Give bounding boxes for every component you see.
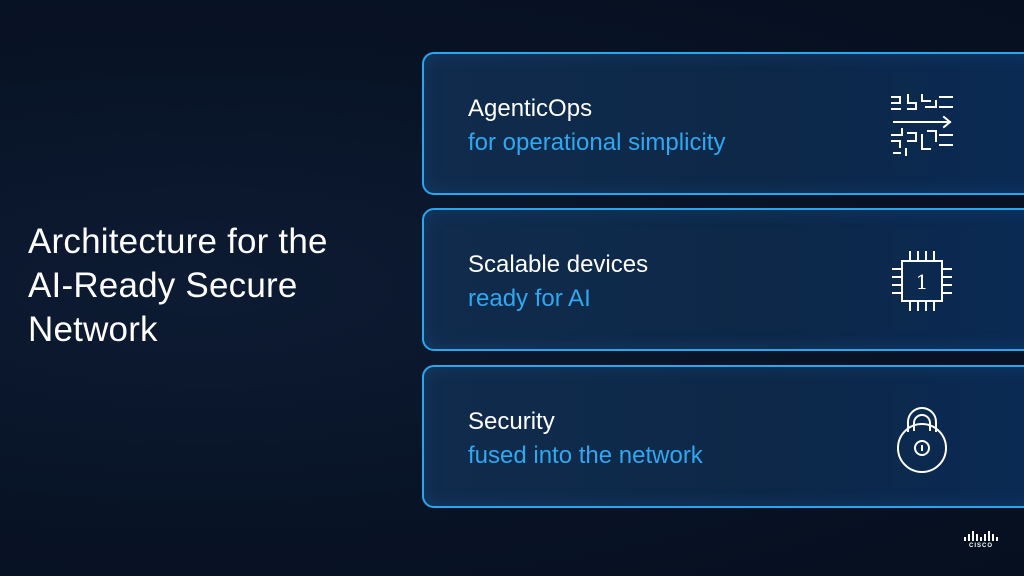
card-heading: Scalable devices — [468, 251, 649, 278]
cisco-logo-icon — [964, 531, 998, 541]
card-text: Scalable devices ready for AI — [468, 248, 648, 316]
chip-icon: 1 — [892, 251, 952, 311]
title-line-1: Architecture for the — [28, 222, 328, 261]
padlock-icon — [897, 407, 947, 473]
title-line-2: AI-Ready Secure — [28, 266, 298, 305]
card-scalable-devices: Scalable devices ready for AI 1 — [422, 208, 1024, 351]
circuit-paths-icon — [891, 94, 953, 156]
card-subheading: fused into the network — [468, 442, 703, 469]
card-subheading: ready for AI — [468, 285, 591, 312]
card-security: Security fused into the network — [422, 365, 1024, 508]
chip-label: 1 — [916, 270, 929, 294]
card-subheading: for operational simplicity — [468, 129, 726, 156]
card-text: Security fused into the network — [468, 405, 703, 473]
card-heading: AgenticOps — [468, 95, 593, 122]
card-heading: Security — [468, 408, 555, 435]
title-line-3: Network — [28, 310, 158, 349]
logo-wordmark: CISCO — [968, 543, 993, 549]
cisco-logo: CISCO — [962, 530, 1000, 552]
card-agenticops: AgenticOps for operational simplicity — [422, 52, 1024, 195]
card-text: AgenticOps for operational simplicity — [468, 92, 725, 160]
slide-title: Architecture for the AI-Ready Secure Net… — [28, 220, 408, 352]
